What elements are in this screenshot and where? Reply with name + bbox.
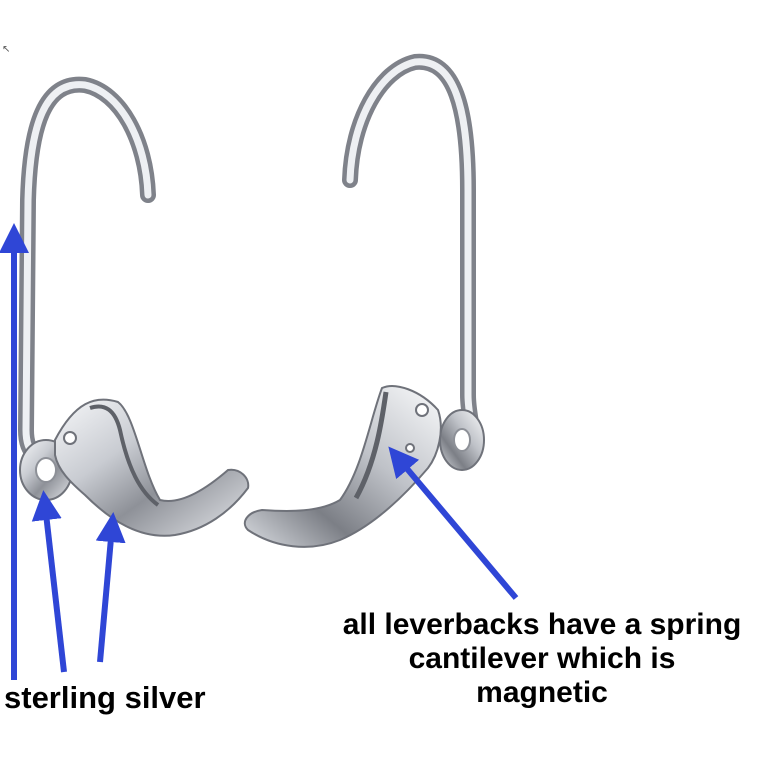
leverback-caption-line-1: all leverbacks have a spring	[342, 608, 742, 641]
arrow-leverback	[95, 512, 126, 663]
left-leverback	[54, 398, 250, 537]
arrow-hinge	[31, 490, 67, 673]
annotation-arrows	[0, 223, 519, 680]
right-leverback	[243, 385, 442, 548]
left-earring	[17, 76, 250, 537]
mouse-pointer-icon: ↖	[2, 44, 11, 55]
leverback-caption-line-2: cantilever which is	[408, 642, 676, 675]
right-earring	[243, 53, 485, 548]
leverback-caption: all leverbacks have a spring cantilever …	[320, 608, 764, 710]
left-hook-wire	[17, 76, 156, 465]
sterling-silver-label: sterling silver	[4, 680, 206, 715]
arrow-spring-cantilever	[388, 446, 519, 600]
leverback-caption-line-3: magnetic	[476, 676, 608, 709]
